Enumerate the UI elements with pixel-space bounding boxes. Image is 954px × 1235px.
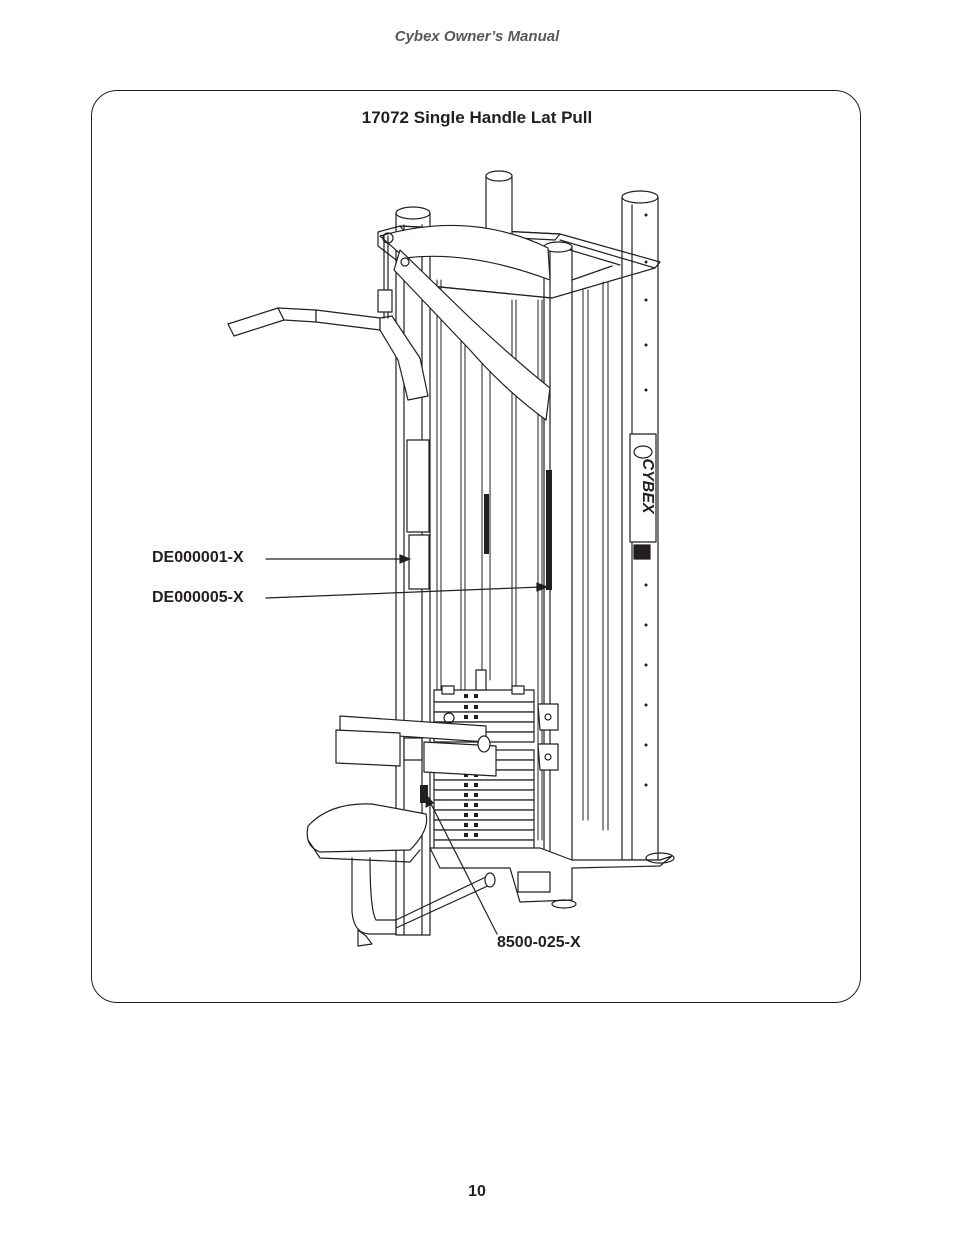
weight-horns	[537, 703, 559, 771]
callout-de000005: DE000005-X	[152, 589, 244, 606]
running-header: Cybex Owner’s Manual	[394, 28, 560, 45]
lat-bar	[227, 235, 429, 401]
figure-title: 17072 Single Handle Lat Pull	[361, 108, 593, 127]
thigh-pad	[335, 715, 497, 777]
pulley-arm	[379, 224, 551, 421]
guide-rods	[436, 279, 609, 841]
base-frame	[429, 847, 675, 909]
callout-de000001: DE000001-X	[152, 549, 244, 566]
seat	[306, 803, 496, 947]
decals	[406, 439, 552, 590]
callout-leaders	[265, 554, 548, 935]
page-number: 10	[468, 1183, 486, 1200]
right-rear-post: CYBEX	[621, 190, 659, 861]
callout-8500-025: 8500-025-X	[497, 934, 581, 951]
selector-pin-decal	[420, 785, 428, 803]
cybex-logo: CYBEX	[639, 458, 656, 514]
figure-frame	[91, 90, 861, 1003]
